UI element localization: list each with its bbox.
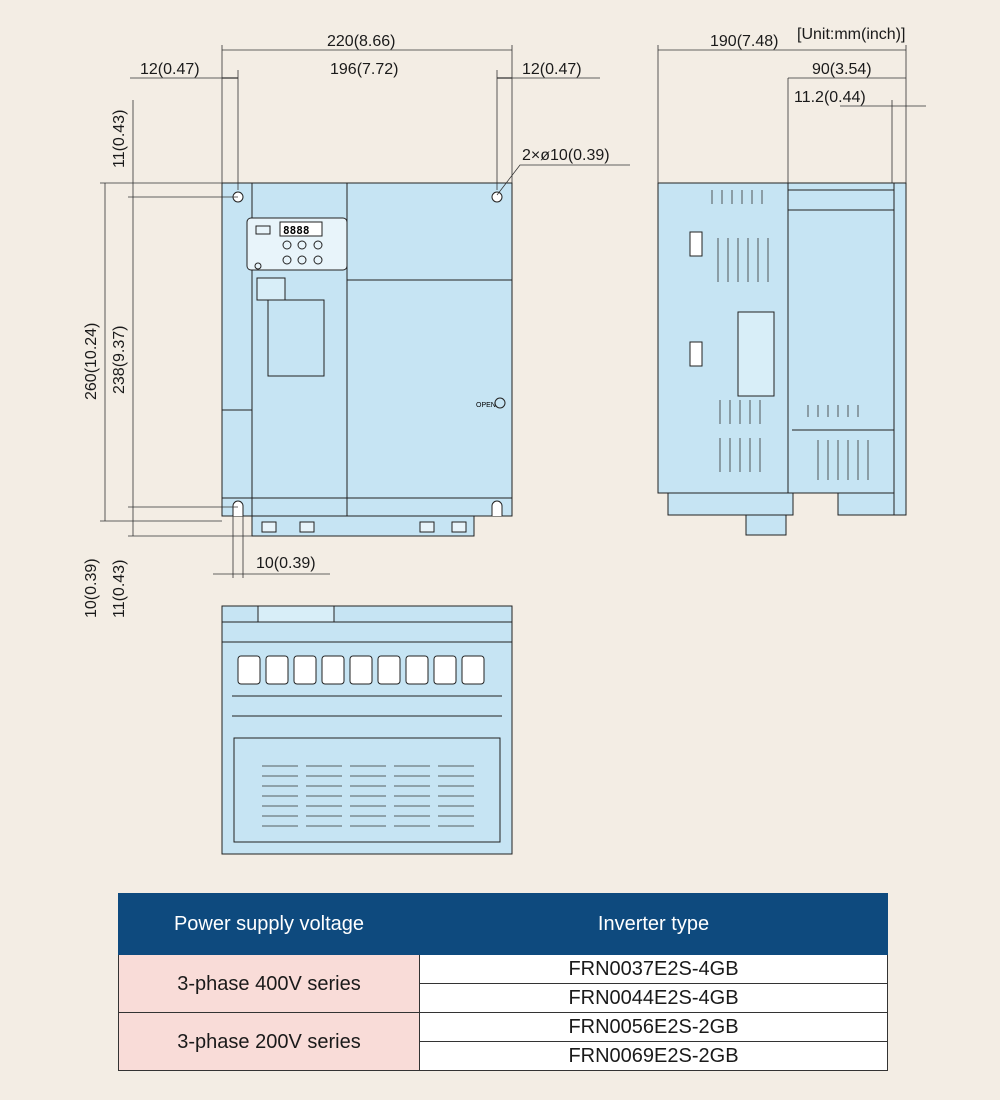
inverter-type-cell: FRN0056E2S-2GB [419, 1012, 888, 1042]
dimension-drawing: [Unit:mm(inch)] 220(8.66) 196(7.72) 12(0… [83, 26, 926, 855]
mount-hole-tr [491, 191, 503, 203]
table-row: FRN0044E2S-4GB [119, 983, 888, 1013]
table-row: FRN0069E2S-2GB [119, 1041, 888, 1071]
inverter-type-cell: FRN0037E2S-4GB [419, 954, 888, 984]
dim-slot-height: 10(0.39) [83, 558, 100, 618]
unit-note: [Unit:mm(inch)] [797, 26, 905, 43]
dim-flange: 11.2(0.44) [794, 89, 866, 106]
dim-slot-width: 10(0.39) [256, 555, 316, 572]
inverter-type-cell: FRN0069E2S-2GB [419, 1041, 888, 1071]
table-header-row: Power supply voltage Inverter type [118, 893, 888, 955]
header-power-supply-voltage: Power supply voltage [118, 893, 420, 955]
inverter-type-cell: FRN0044E2S-4GB [419, 983, 888, 1013]
voltage-cell: 3-phase 400V series [118, 954, 420, 1013]
voltage-cell: 3-phase 200V series [118, 1012, 420, 1071]
dim-hole-height: 238(9.37) [111, 326, 128, 395]
side-view [657, 182, 907, 536]
dim-left-margin: 12(0.47) [140, 61, 200, 78]
mount-slot-br [491, 500, 503, 516]
bottom-view [221, 605, 513, 855]
cover-open-label: OPEN [476, 402, 496, 409]
mount-slot-bl [232, 500, 244, 516]
keypad-display: 8888 [283, 224, 310, 237]
inverter-type-table: Power supply voltage Inverter type 3-pha… [118, 893, 888, 1071]
dim-overall-width: 220(8.66) [327, 33, 396, 50]
dim-bottom-margin: 11(0.43) [111, 560, 128, 618]
dim-hole-pitch: 196(7.72) [330, 61, 399, 78]
dim-depth: 190(7.48) [710, 33, 779, 50]
front-view [221, 182, 513, 537]
keypad [246, 217, 348, 271]
dim-right-margin: 12(0.47) [522, 61, 582, 78]
dim-hole-spec: 2×ø10(0.39) [522, 147, 610, 164]
dim-top-margin: 11(0.43) [111, 110, 128, 168]
dim-overall-height: 260(10.24) [83, 323, 100, 400]
table-row: 3-phase 400V series FRN0037E2S-4GB [118, 954, 888, 1013]
table-row: 3-phase 200V series FRN0056E2S-2GB [118, 1012, 888, 1071]
header-inverter-type: Inverter type [419, 893, 888, 955]
dim-front-depth: 90(3.54) [812, 61, 872, 78]
